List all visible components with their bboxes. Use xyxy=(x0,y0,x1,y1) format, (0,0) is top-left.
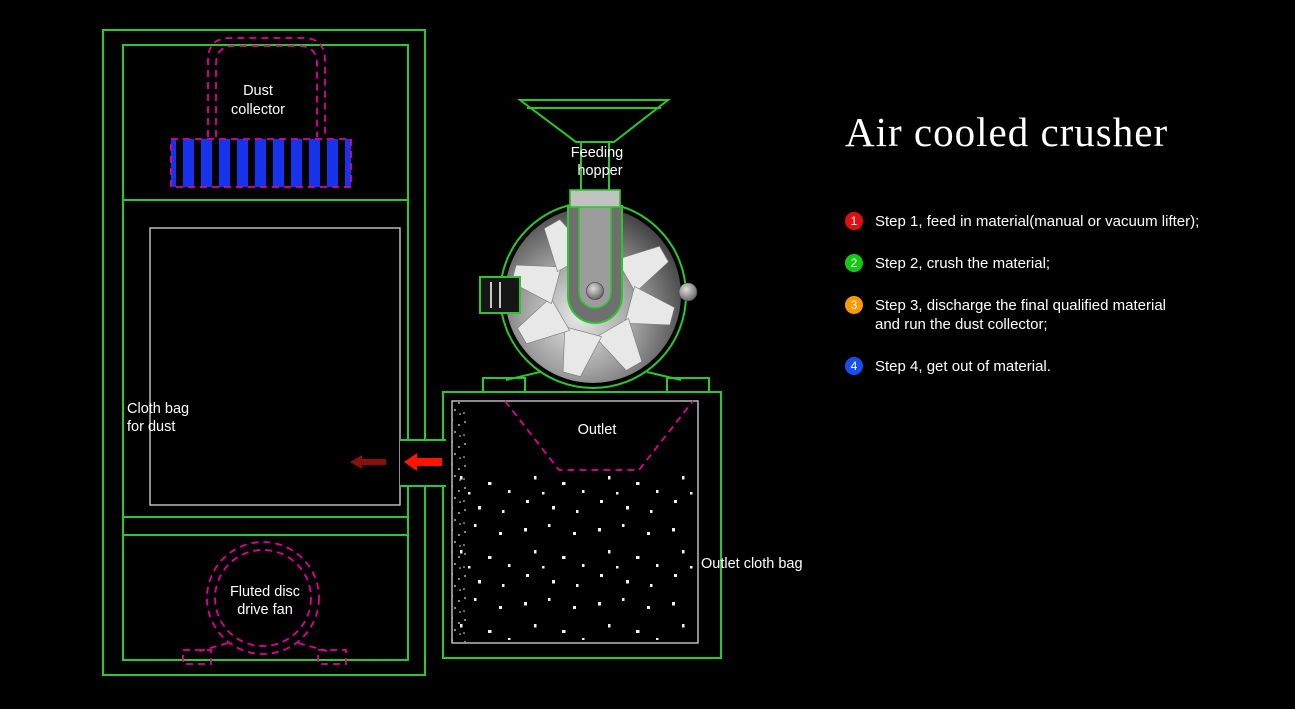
label-feeding-hopper: Feeding xyxy=(571,145,623,161)
step-number-badge: 1 xyxy=(845,212,863,230)
label-cloth-bag: Cloth bag xyxy=(127,401,189,417)
step-item-1: 1 Step 1, feed in material(manual or vac… xyxy=(845,212,1275,231)
step-text: Step 2, crush the material; xyxy=(875,255,1051,272)
cabinet-inner-wall xyxy=(122,44,409,661)
step-text: Step 1, feed in material(manual or vacuu… xyxy=(875,213,1200,230)
fan-outline xyxy=(206,541,320,655)
arrow-bright-shaft xyxy=(416,458,442,466)
label-cloth-bag-line2: for dust xyxy=(127,419,175,435)
label-outlet-cloth-bag: Outlet cloth bag xyxy=(701,556,803,572)
airflow-arrows xyxy=(350,453,442,471)
fan-foot xyxy=(182,649,212,665)
page-title: Air cooled crusher xyxy=(845,109,1169,155)
stand-base xyxy=(482,377,526,393)
stand-base xyxy=(666,377,710,393)
fan-foot xyxy=(317,649,347,665)
label-dust-collector-line2: collector xyxy=(231,102,285,118)
airflow-duct xyxy=(350,439,446,487)
fan-outline-inner xyxy=(214,549,312,647)
outlet-box-wall xyxy=(442,391,722,659)
crusher-unit: Feeding hopper xyxy=(479,99,710,393)
outlet-bag-unit: Outlet Outlet cloth bag xyxy=(442,391,803,659)
feed-channel-inner xyxy=(578,205,612,309)
step-item-4: 4 Step 4, get out of material. xyxy=(845,357,1275,376)
step-item-2: 2 Step 2, crush the material; xyxy=(845,254,1275,273)
info-panel: Air cooled crusher 1 Step 1, feed in mat… xyxy=(845,108,1275,399)
step-item-3: 3 Step 3, discharge the final qualified … xyxy=(845,296,1275,334)
step-number-badge: 4 xyxy=(845,357,863,375)
step-number-badge: 2 xyxy=(845,254,863,272)
dust-collector-outline-inner xyxy=(215,45,318,137)
dust-collector-cabinet: Dust collector Cloth bag for dust Fluted… xyxy=(102,29,426,676)
steps-list: 1 Step 1, feed in material(manual or vac… xyxy=(845,212,1275,376)
label-outlet: Outlet xyxy=(578,422,617,438)
feeding-hopper-funnel xyxy=(517,99,671,143)
crushed-material xyxy=(456,468,694,640)
shaft-knob xyxy=(678,282,698,302)
label-feeding-hopper-line2: hopper xyxy=(577,163,622,179)
arrow-bright-head xyxy=(404,453,417,471)
hopper-flange xyxy=(569,189,621,208)
dust-stream xyxy=(452,402,468,642)
dust-collector-outline xyxy=(207,37,326,137)
label-fan: Fluted disc xyxy=(230,584,300,600)
label-fan-line2: drive fan xyxy=(237,602,293,618)
grinding-ball xyxy=(586,282,604,300)
step-text: Step 3, discharge the final qualified ma… xyxy=(875,297,1167,333)
label-dust-collector: Dust xyxy=(243,83,273,99)
arrow-dark-shaft xyxy=(362,459,386,465)
cloth-bag-chamber xyxy=(149,227,401,506)
filter-frame xyxy=(170,138,352,188)
step-number-badge: 3 xyxy=(845,296,863,314)
cabinet-outer-wall xyxy=(102,29,426,676)
step-text: Step 4, get out of material. xyxy=(875,358,1051,375)
filter-bars xyxy=(171,139,351,187)
arrow-dark-head xyxy=(350,455,362,469)
fan-leg xyxy=(199,642,229,652)
